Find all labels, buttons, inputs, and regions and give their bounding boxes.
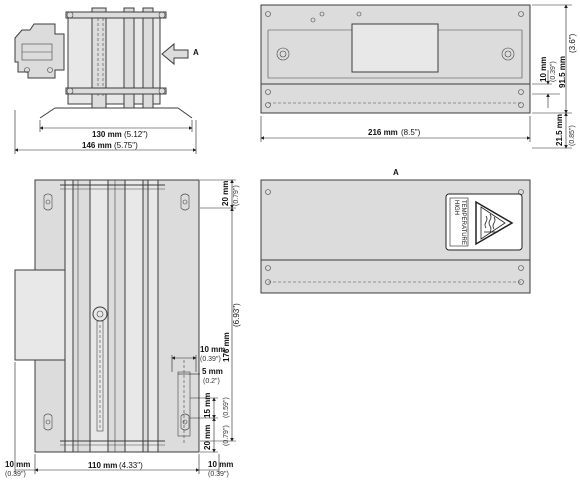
warning-label-line2: TEMPERATURE bbox=[460, 200, 466, 245]
dim-21-5-in: (0.85") bbox=[569, 125, 576, 146]
dim-146-in: (5.75") bbox=[114, 141, 138, 150]
dim-10-mm-rear: 10 mm bbox=[539, 57, 548, 82]
dim-5-in: (0.2") bbox=[203, 378, 220, 385]
rear-view: 216 mm (8.5") 10 mm (0.39") 91.5 mm (3.6… bbox=[260, 4, 577, 149]
dim-216-in: (8.5") bbox=[401, 128, 421, 137]
dim-130-in: (5.12") bbox=[124, 130, 148, 139]
dim-216-mm: 216 mm bbox=[368, 128, 398, 137]
dim-91-5-mm: 91.5 mm bbox=[558, 56, 567, 88]
view-label-a: A bbox=[393, 168, 399, 177]
dim-176-in: (6.93") bbox=[232, 303, 241, 327]
dim-20-in-top: (0.79") bbox=[233, 185, 240, 206]
dim-146-mm: 146 mm bbox=[82, 141, 112, 150]
dim-15-in: (0.59") bbox=[223, 397, 230, 418]
dim-10-in-right: (0.39") bbox=[208, 471, 229, 478]
dim-110-mm: 110 mm bbox=[88, 461, 117, 470]
hot-surface-warning-icon: HIGH TEMPERATURE bbox=[445, 193, 523, 251]
dim-91-5-in: (3.6") bbox=[568, 33, 577, 53]
view-label-a-side: A bbox=[193, 48, 199, 57]
dim-10-mm-left: 10 mm bbox=[5, 460, 30, 469]
front-view: 20 mm (0.79") 176 mm (6.93") 10 mm (0.39… bbox=[5, 179, 241, 478]
side-view: A 130 mm (5.12") 146 mm (5.75") bbox=[14, 7, 199, 154]
dim-10-in-rear: (0.39") bbox=[550, 61, 557, 82]
dim-110-in: (4.33") bbox=[119, 461, 143, 470]
dim-5-mm: 5 mm bbox=[202, 367, 223, 376]
dim-10-in-left: (0.39") bbox=[5, 471, 26, 478]
dim-10-mm-right: 10 mm bbox=[208, 460, 233, 469]
dim-15-mm: 15 mm bbox=[203, 393, 212, 418]
dim-20-mm-bottom: 20 mm bbox=[203, 425, 212, 450]
view-a: A HIGH TEMPERATURE bbox=[260, 168, 531, 294]
dim-130-mm: 130 mm bbox=[92, 130, 122, 139]
dim-20-mm-top: 20 mm bbox=[221, 181, 230, 206]
view-direction-arrow-icon bbox=[161, 42, 189, 66]
dim-10-in-slot: (0.39") bbox=[200, 356, 221, 363]
warning-label-line1: HIGH bbox=[453, 200, 459, 215]
dim-20-in-bottom: (0.79") bbox=[223, 425, 230, 446]
dim-21-5-mm: 21.5 mm bbox=[555, 114, 564, 146]
dim-10-mm-slot: 10 mm bbox=[200, 345, 225, 354]
dim-176-mm: 176 mm bbox=[222, 332, 231, 362]
